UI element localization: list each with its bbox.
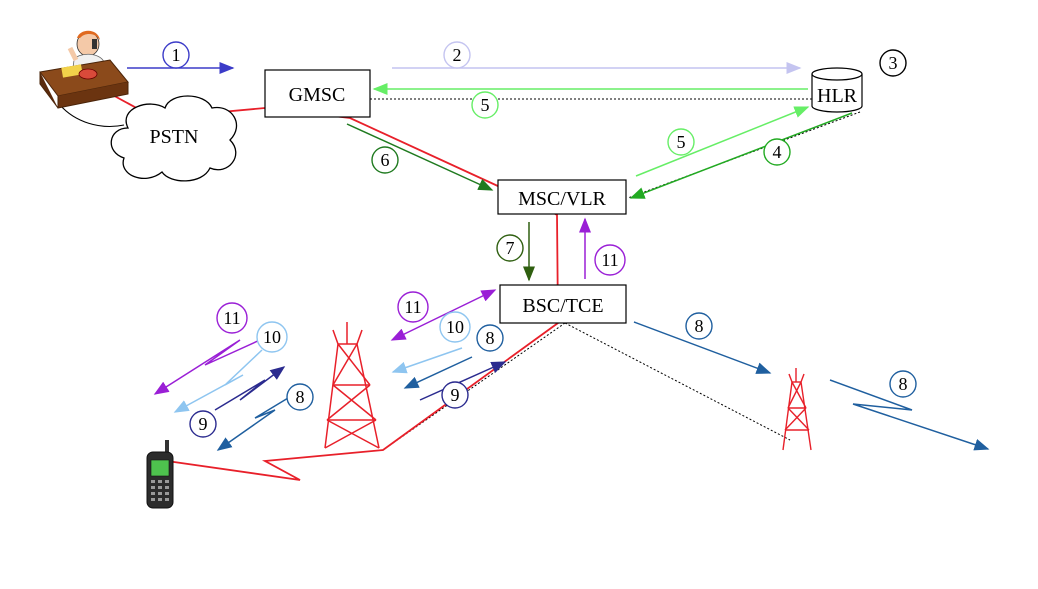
- signal-link-bsc-right-tower: [564, 322, 791, 441]
- arrow-step-6: [346, 123, 494, 191]
- msc-vlr-node: MSC/VLR: [497, 179, 627, 215]
- step-badge-s9b: 9: [441, 381, 469, 409]
- step-badge-s10a: 10: [256, 321, 288, 353]
- arrow-step-11-bsc: [390, 289, 497, 341]
- step-number: 5: [481, 95, 490, 115]
- step-number: 8: [486, 328, 495, 348]
- base-station-tower-icon: [324, 322, 380, 449]
- bsc-tce-label: BSC/TCE: [522, 295, 603, 317]
- arrow-step-9-tower: [419, 361, 507, 401]
- mobile-phone-icon: [146, 440, 174, 509]
- step-number: 2: [453, 45, 462, 65]
- step-badge-s8b: 8: [476, 324, 504, 352]
- hlr-label: HLR: [817, 85, 858, 107]
- radio-wave-step-10-mobile: [173, 349, 263, 413]
- arrow-step-5-msc-hlr: [635, 106, 810, 177]
- step-badge-s11c: 11: [594, 244, 626, 276]
- step-number: 9: [199, 414, 208, 434]
- remote-tower-icon: [782, 368, 812, 451]
- step-number: 11: [223, 308, 240, 328]
- step-number: 1: [172, 45, 181, 65]
- step-number: 7: [506, 238, 515, 258]
- step-badge-s6: 6: [371, 146, 399, 174]
- radio-wave-step-8-right: [829, 379, 990, 451]
- arrow-step-10-tower: [391, 347, 463, 374]
- bsc-tce-node: BSC/TCE: [499, 284, 627, 324]
- step-number: 5: [677, 132, 686, 152]
- step-number: 6: [381, 150, 390, 170]
- step-number: 10: [263, 327, 281, 347]
- step-badge-s7: 7: [496, 234, 524, 262]
- step-badge-s2: 2: [443, 41, 471, 69]
- step-number: 3: [889, 53, 898, 73]
- gmsc-label: GMSC: [289, 84, 346, 106]
- step-badge-s4: 4: [763, 138, 791, 166]
- step-badge-s10b: 10: [439, 311, 471, 343]
- step-badge-s11b: 11: [397, 291, 429, 323]
- step-badge-s5b: 5: [667, 128, 695, 156]
- radio-wave-step-11-mobile: [153, 329, 284, 395]
- step-badge-s8d: 8: [889, 370, 917, 398]
- arrow-step-8-tower: [403, 356, 473, 389]
- step-number: 11: [601, 250, 618, 270]
- step-badge-s3: 3: [879, 49, 907, 77]
- arrow-step-8-bsc-tower: [633, 321, 772, 374]
- signal-link-hlr-msc: [627, 111, 861, 199]
- msc-vlr-label: MSC/VLR: [518, 188, 606, 210]
- step-badge-s11a: 11: [216, 302, 248, 334]
- step-badge-s9a: 9: [189, 410, 217, 438]
- radio-wave-step-8-mobile: [216, 391, 299, 451]
- radio-wave-step-9-mobile: [214, 366, 286, 411]
- hlr-database-icon: HLR: [811, 67, 863, 113]
- step-number: 8: [296, 387, 305, 407]
- arrow-step-4: [629, 112, 853, 199]
- step-number: 8: [695, 316, 704, 336]
- step-badge-s1: 1: [162, 41, 190, 69]
- pstn-cloud: PSTN: [59, 95, 238, 182]
- step-number: 8: [899, 374, 908, 394]
- step-number: 9: [451, 385, 460, 405]
- step-number: 4: [773, 142, 782, 162]
- caller-at-desk-icon: [39, 30, 129, 109]
- step-badge-s8a: 8: [685, 312, 713, 340]
- step-badge-s8c: 8: [286, 383, 314, 411]
- step-number: 11: [404, 297, 421, 317]
- pstn-label: PSTN: [150, 126, 199, 148]
- gmsc-node: GMSC: [264, 69, 371, 118]
- step-badge-s5a: 5: [471, 91, 499, 119]
- step-number: 10: [446, 317, 464, 337]
